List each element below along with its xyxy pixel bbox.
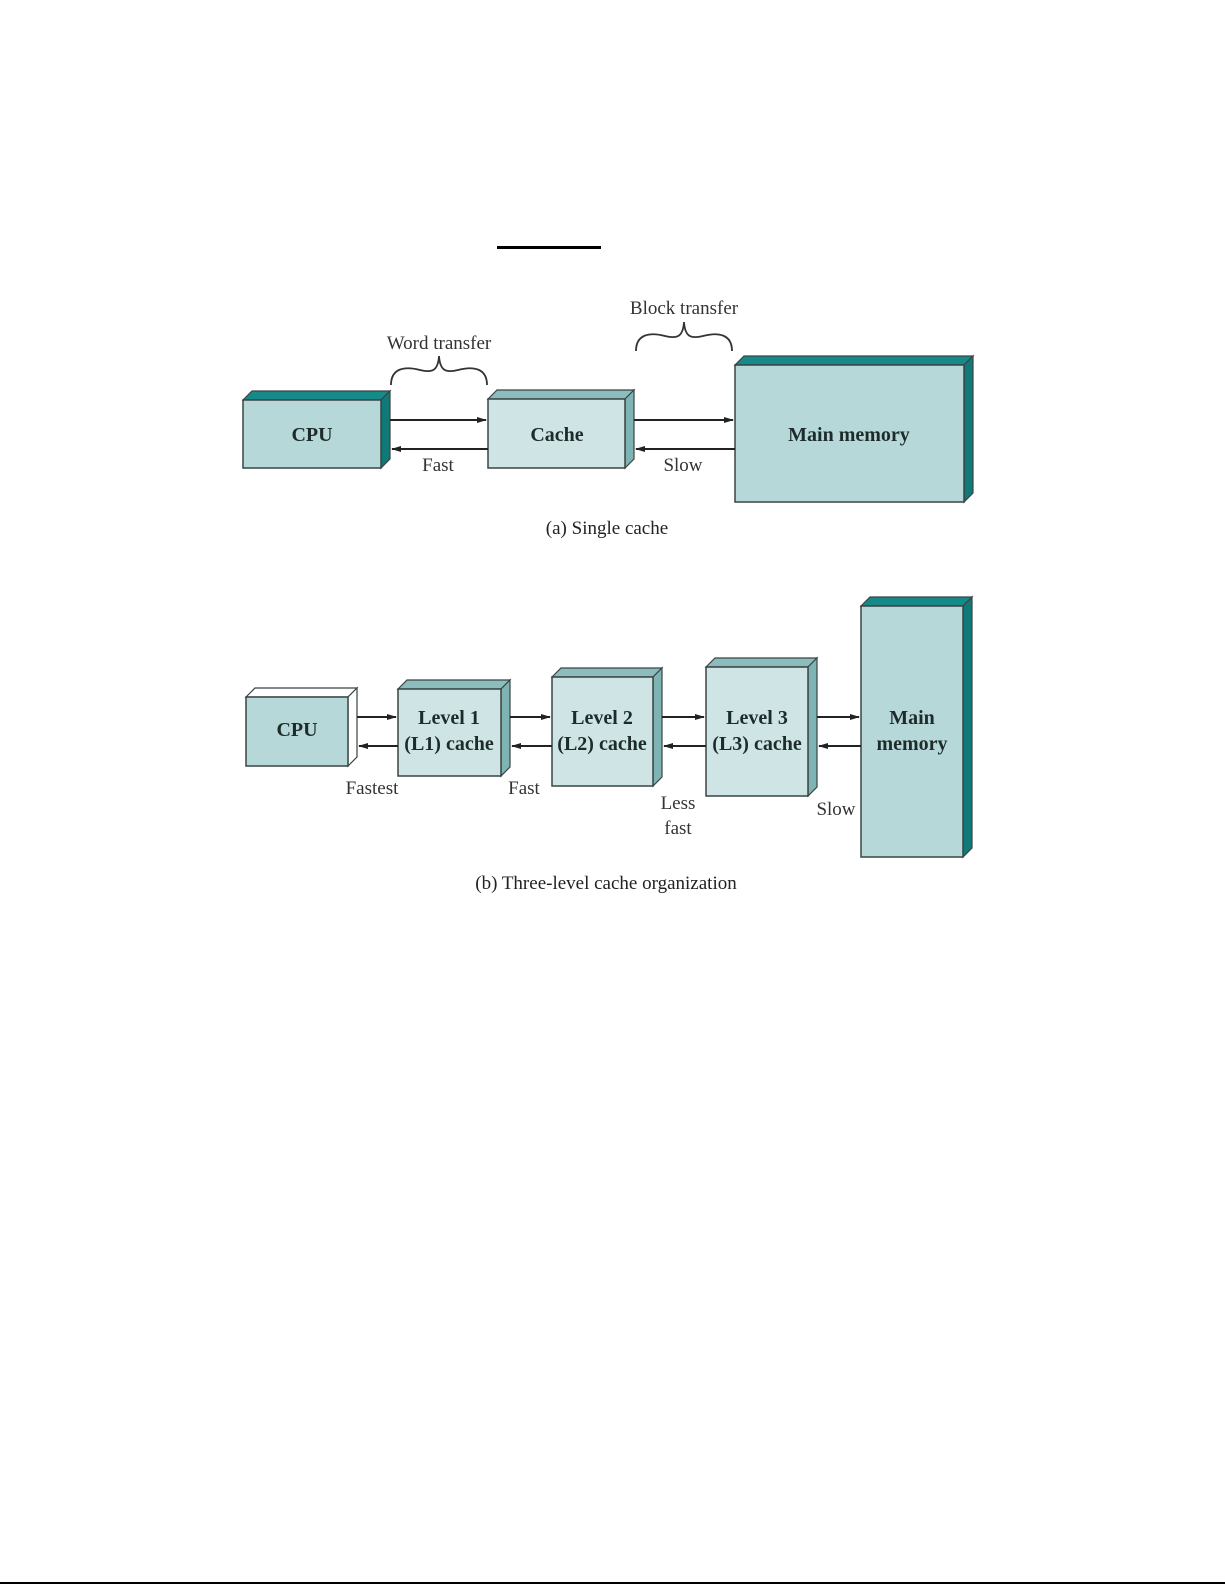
cpu-label-b: CPU	[276, 719, 317, 741]
l2-label-line2: (L2) cache	[557, 733, 647, 755]
diagram-a-single-cache: CPU Cache Main memory Word transfer Bloc…	[241, 298, 975, 539]
cpu-box-b: CPU	[244, 686, 359, 768]
title-underline	[497, 246, 601, 249]
page-bottom-rule	[0, 1582, 1225, 1584]
cpu-box-a: CPU	[241, 389, 392, 470]
diagram-b-three-level-cache: CPU Level 1 (L1) cache Level 2 (L2) cach…	[244, 595, 974, 894]
word-transfer-label: Word transfer	[387, 333, 492, 354]
less-fast-label-line1: Less	[661, 793, 696, 814]
main-memory-box-a: Main memory	[733, 354, 975, 504]
cpu-label-a: CPU	[291, 424, 332, 446]
less-fast-label-line2: fast	[664, 818, 692, 839]
l3-label-line2: (L3) cache	[712, 733, 802, 755]
l1-cache-box: Level 1 (L1) cache	[396, 678, 512, 778]
main-memory-label-a: Main memory	[788, 424, 910, 446]
caption-a: (a) Single cache	[546, 518, 668, 539]
cache-label-a: Cache	[530, 424, 583, 446]
main-memory-box-b: Main memory	[859, 595, 974, 859]
fast-label-b: Fast	[508, 778, 540, 799]
main-memory-label-line1: Main	[889, 707, 935, 729]
l2-label-line1: Level 2	[571, 707, 633, 729]
fast-label-a: Fast	[422, 455, 454, 476]
fastest-label: Fastest	[346, 778, 400, 799]
word-transfer-brace	[390, 355, 488, 386]
main-memory-label-line2: memory	[876, 733, 947, 755]
block-transfer-brace	[635, 321, 733, 352]
cache-box-a: Cache	[486, 388, 636, 470]
slow-label-a: Slow	[663, 455, 702, 476]
l3-cache-box: Level 3 (L3) cache	[704, 656, 819, 798]
l1-label-line2: (L1) cache	[404, 733, 494, 755]
caption-b: (b) Three-level cache organization	[475, 873, 737, 894]
slow-label-b: Slow	[816, 799, 855, 820]
block-transfer-label: Block transfer	[630, 298, 739, 319]
l3-label-line1: Level 3	[726, 707, 788, 729]
l2-cache-box: Level 2 (L2) cache	[550, 666, 664, 788]
l1-label-line1: Level 1	[418, 707, 480, 729]
